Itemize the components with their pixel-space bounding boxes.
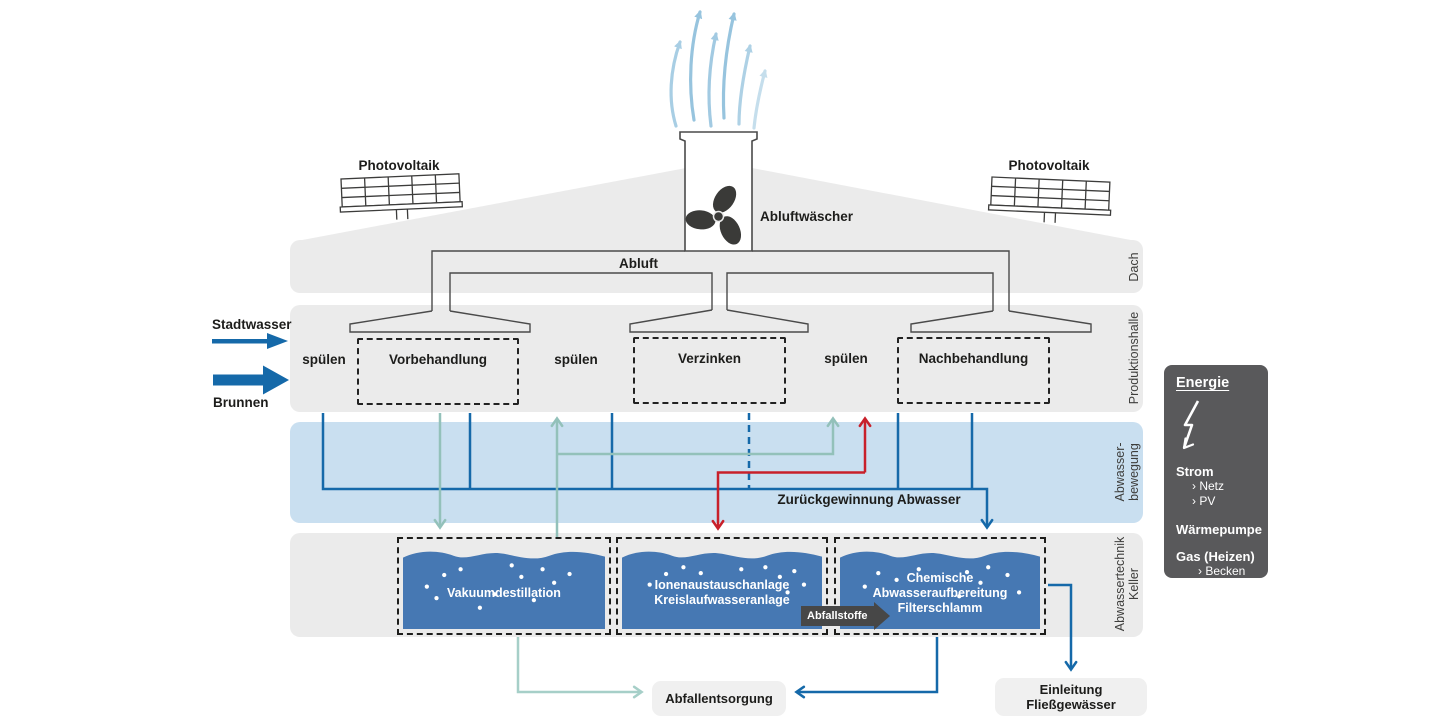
exhaust-air-arrows bbox=[669, 10, 768, 130]
bubbles bbox=[647, 565, 807, 595]
abfallstoffe-arrow-tag: Abfallstoffe bbox=[801, 606, 874, 626]
spuelen-label-2: spülen bbox=[554, 352, 598, 367]
stadtwasser-label: Stadtwasser bbox=[212, 317, 292, 332]
zurueckgewinnung-label: Zurückgewinnung Abwasser bbox=[777, 492, 961, 507]
fan-icon bbox=[685, 185, 742, 245]
tank-vakuumdestillation: Vakuumdestillation bbox=[397, 537, 611, 635]
einleitung-fliessgewaesser-box: Einleitung Fließgewässer bbox=[995, 678, 1147, 716]
hood-vorbehandlung bbox=[349, 310, 531, 333]
nachbehandlung-label: Nachbehandlung bbox=[918, 351, 1029, 366]
tank-ionen-label: Ionenaustauschanlage Kreislaufwasseranla… bbox=[654, 578, 790, 607]
bubbles bbox=[424, 563, 572, 610]
photovoltaik-label-left: Photovoltaik bbox=[358, 158, 440, 173]
abluftwaescher-label: Abluftwäscher bbox=[760, 209, 854, 224]
waermepumpe-label: Wärmepumpe bbox=[1176, 522, 1262, 537]
photovoltaic-panel-left bbox=[339, 173, 464, 220]
photovoltaic-panel-right bbox=[987, 176, 1112, 223]
process-box-nachbehandlung: Nachbehandlung bbox=[897, 337, 1050, 404]
tank-chemisch-label: Chemische Abwasseraufbereitung Filtersch… bbox=[872, 570, 1008, 615]
strom-label: Strom bbox=[1176, 464, 1214, 479]
energy-panel: Energie Strom › Netz › PV Wärmepumpe Gas… bbox=[1164, 365, 1268, 578]
gas-label: Gas (Heizen) bbox=[1176, 549, 1255, 564]
section-label-dach: Dach bbox=[1127, 252, 1141, 282]
stadtwasser-arrow bbox=[212, 333, 288, 349]
section-label-produktionshalle: Produktionshalle bbox=[1127, 311, 1141, 405]
recovered-water-lines-teal bbox=[433, 413, 840, 538]
circulation-lines-red bbox=[711, 416, 872, 531]
hood-verzinken bbox=[629, 309, 809, 333]
section-label-abwassertechnik: Abwassertechnik Keller bbox=[1113, 536, 1141, 632]
wastewater-lines-blue bbox=[321, 413, 1078, 699]
gas-item-becken: › Becken bbox=[1198, 564, 1246, 578]
brunnen-label: Brunnen bbox=[213, 395, 269, 410]
brunnen-arrow bbox=[213, 365, 289, 395]
abfallentsorgung-box: Abfallentsorgung bbox=[652, 681, 786, 716]
tank-water bbox=[622, 548, 822, 629]
spuelen-label-1: spülen bbox=[302, 352, 346, 367]
abluft-label: Abluft bbox=[619, 256, 658, 271]
strom-item-netz: › Netz bbox=[1192, 479, 1225, 493]
process-box-verzinken: Verzinken bbox=[633, 337, 786, 404]
hood-nachbehandlung bbox=[910, 310, 1092, 333]
chimney bbox=[679, 131, 758, 252]
exhaust-ducts bbox=[349, 250, 1092, 333]
energy-panel-title: Energie bbox=[1176, 375, 1230, 391]
bubbles bbox=[862, 565, 1022, 599]
verzinken-label: Verzinken bbox=[677, 351, 742, 366]
production-hall-band bbox=[290, 305, 1143, 412]
lightning-icon bbox=[1182, 400, 1200, 450]
strom-item-pv: › PV bbox=[1192, 494, 1216, 508]
process-box-vorbehandlung: Vorbehandlung bbox=[357, 338, 519, 405]
section-label-abwasserbewegung: Abwasser- bewegung bbox=[1113, 442, 1141, 502]
tank-vakuum-label: Vakuumdestillation bbox=[447, 585, 561, 600]
tank-water bbox=[403, 548, 605, 629]
photovoltaik-label-right: Photovoltaik bbox=[1008, 158, 1090, 173]
einleitung-label: Einleitung Fließgewässer bbox=[1026, 682, 1116, 712]
spuelen-label-3: spülen bbox=[824, 351, 868, 366]
vorbehandlung-label: Vorbehandlung bbox=[389, 352, 487, 367]
abfallentsorgung-label: Abfallentsorgung bbox=[665, 691, 773, 706]
tank-ionenaustausch: Ionenaustauschanlage Kreislaufwasseranla… bbox=[616, 537, 828, 635]
waste-line-teal bbox=[516, 637, 644, 699]
tank-chemische-aufbereitung: Chemische Abwasseraufbereitung Filtersch… bbox=[834, 537, 1046, 635]
tank-water bbox=[840, 548, 1040, 629]
wastewater-band bbox=[290, 422, 1143, 523]
